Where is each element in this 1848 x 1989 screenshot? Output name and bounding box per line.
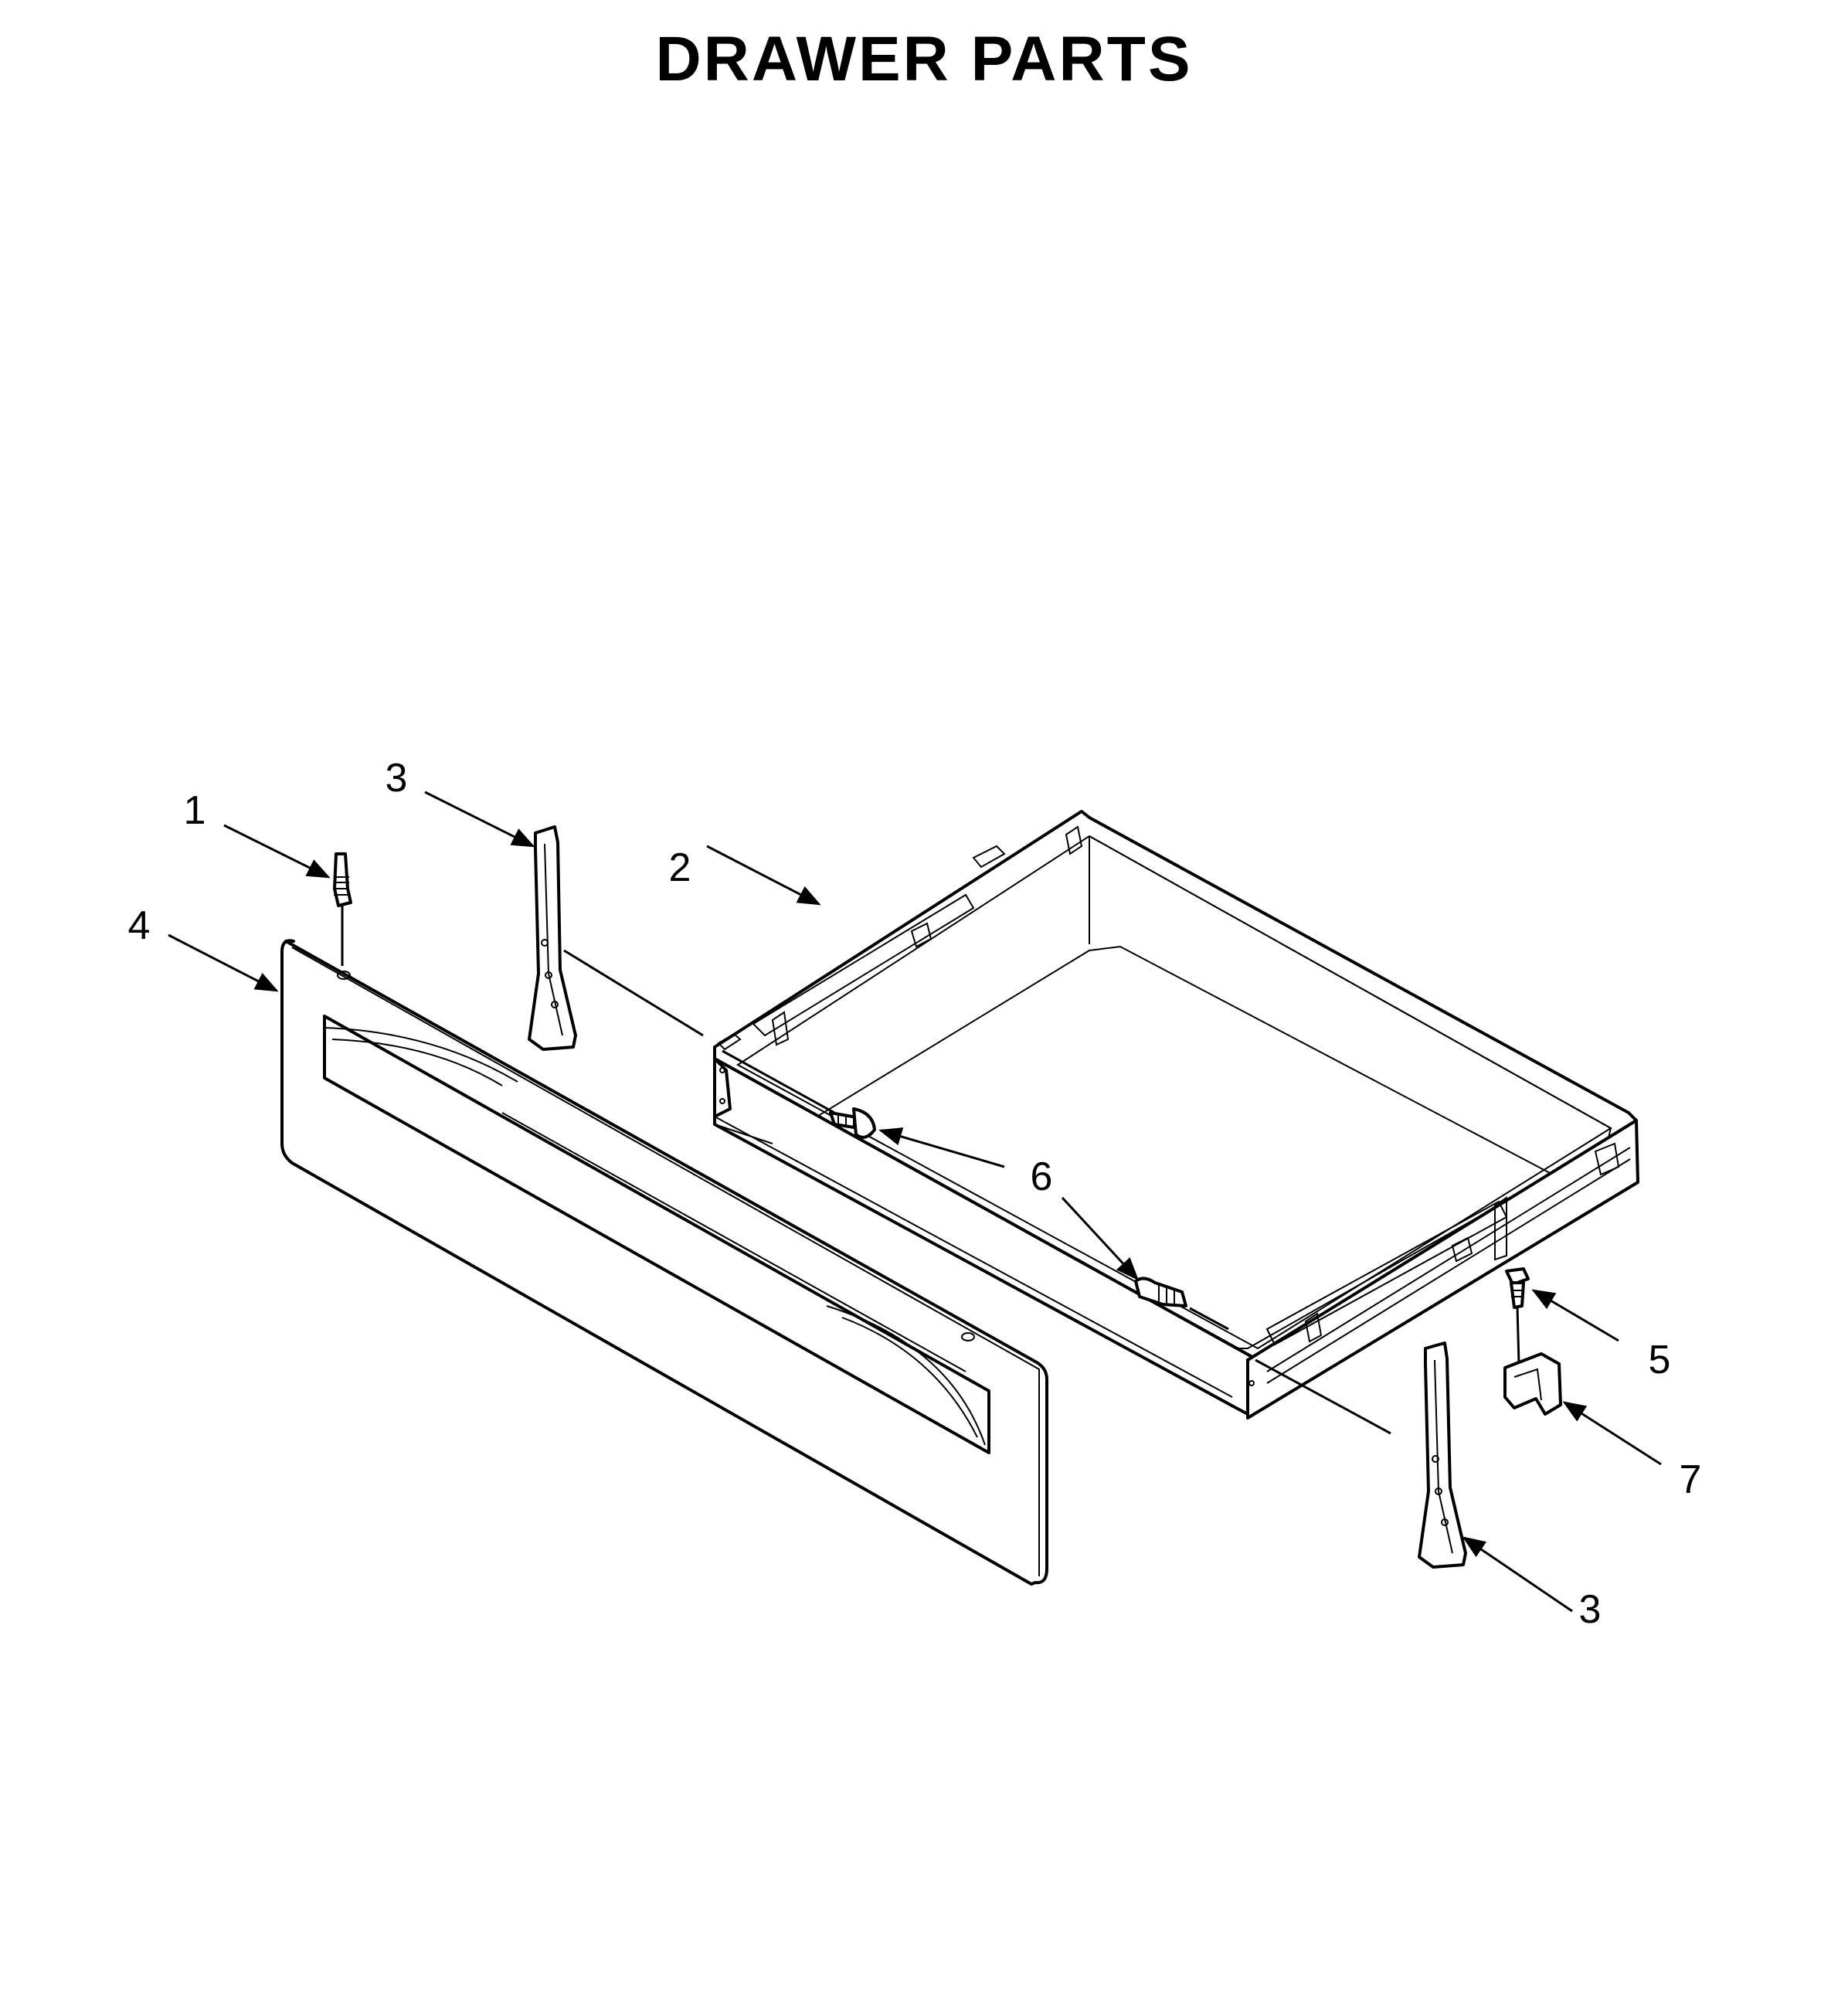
callout-7: 7 <box>1680 1457 1702 1502</box>
callout-3-lower: 3 <box>1579 1587 1602 1632</box>
part-7-clip[interactable] <box>1503 1352 1562 1416</box>
callout-5: 5 <box>1649 1338 1671 1382</box>
callout-6: 6 <box>1031 1154 1053 1199</box>
callout-1: 1 <box>184 788 206 833</box>
part-6-screw-left[interactable] <box>829 1107 876 1139</box>
part-3-slide-upper[interactable] <box>528 825 577 1051</box>
callout-4: 4 <box>128 903 151 948</box>
callout-leaders <box>168 790 1662 1613</box>
part-5-screw[interactable] <box>1505 1267 1530 1309</box>
part-1-screw[interactable] <box>333 852 352 907</box>
callout-3-upper: 3 <box>386 756 408 801</box>
alignment-lines <box>341 906 1520 1435</box>
part-4-drawer-front[interactable] <box>280 939 1048 1586</box>
part-2-drawer-box[interactable] <box>713 810 1639 1420</box>
diagram-title: DRAWER PARTS <box>655 24 1193 94</box>
callout-2: 2 <box>669 845 691 890</box>
part-3-slide-lower[interactable] <box>1418 1341 1467 1569</box>
